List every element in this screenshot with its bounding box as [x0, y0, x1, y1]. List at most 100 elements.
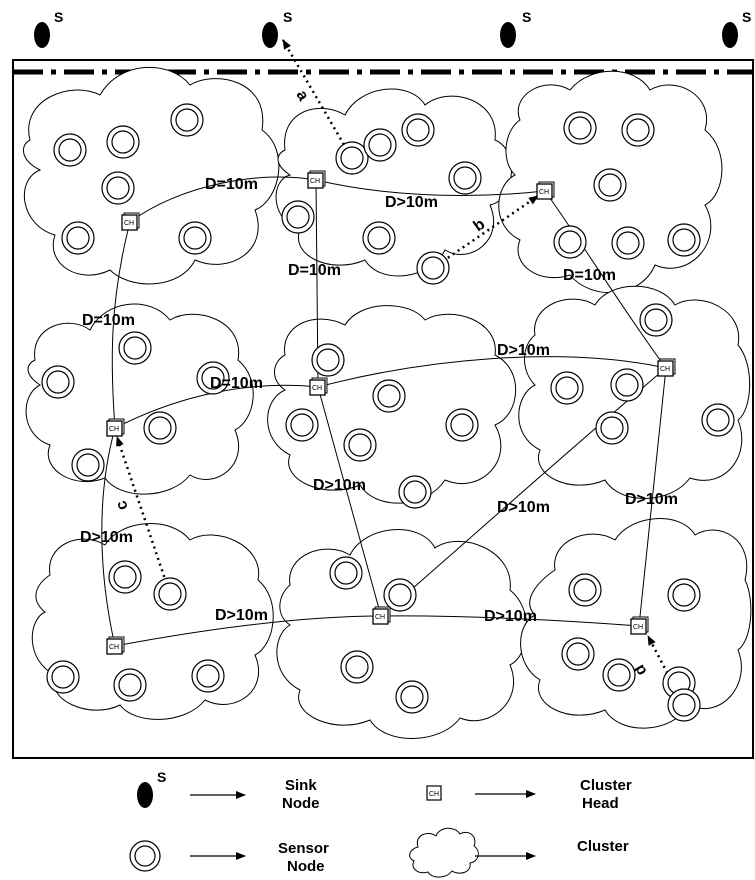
- sensor-node: [71, 448, 105, 482]
- cluster-head: CH: [106, 418, 125, 437]
- sensor-node: [335, 141, 369, 175]
- legend-sensor-node: Sensor Node: [129, 840, 329, 875]
- sensor-node: [550, 371, 584, 405]
- sensor-node: [395, 680, 429, 714]
- path-label-c: c: [113, 498, 132, 512]
- distance-label: D=10m: [288, 262, 341, 279]
- sensor-node: [667, 688, 701, 722]
- legend-cluster-head: CH Cluster Head: [426, 777, 632, 812]
- svg-text:S: S: [157, 769, 166, 785]
- sensor-node: [611, 226, 645, 260]
- distance-label: D>10m: [385, 194, 438, 211]
- sensor-node: [311, 343, 345, 377]
- cluster-head-label: CH: [375, 614, 385, 621]
- sensor-node: [196, 361, 230, 395]
- sensor-node: [701, 403, 735, 437]
- sensor-node: [363, 128, 397, 162]
- sensor-node: [383, 578, 417, 612]
- sensor-node: [281, 200, 315, 234]
- path-label-a: a: [293, 88, 312, 104]
- distance-label: D>10m: [625, 491, 678, 508]
- sink-node: S: [722, 9, 751, 48]
- svg-text:Sink: Sink: [285, 777, 317, 794]
- cluster-head-label: CH: [660, 366, 670, 373]
- sensor-node: [343, 428, 377, 462]
- sensor-node: [61, 221, 95, 255]
- sensor-node: [602, 658, 636, 692]
- svg-text:Node: Node: [287, 858, 325, 875]
- distance-label: D=10m: [210, 375, 263, 392]
- svg-text:S: S: [742, 9, 751, 25]
- cluster-head-label: CH: [310, 178, 320, 185]
- sensor-node: [561, 637, 595, 671]
- svg-text:Sensor: Sensor: [278, 840, 329, 857]
- sensor-node: [398, 475, 432, 509]
- sensor-node: [106, 125, 140, 159]
- svg-text:Cluster: Cluster: [577, 838, 629, 855]
- cluster-head: CH: [121, 212, 140, 231]
- sensor-node: [143, 411, 177, 445]
- sensor-node: [153, 577, 187, 611]
- cluster-head: CH: [372, 606, 391, 625]
- sensor-node: [639, 303, 673, 337]
- cluster-head: CH: [106, 636, 125, 655]
- sensor-nodes: [41, 103, 735, 722]
- cluster-heads: CH CH CH CH CH CH CH CH CH: [106, 170, 676, 655]
- svg-text:S: S: [54, 9, 63, 25]
- cluster-head-label: CH: [312, 385, 322, 392]
- svg-text:Node: Node: [282, 795, 320, 812]
- sensor-node: [372, 379, 406, 413]
- svg-text:Head: Head: [582, 795, 619, 812]
- cluster-head-label: CH: [109, 426, 119, 433]
- sink-node: S: [500, 9, 531, 48]
- cluster-head: CH: [657, 358, 676, 377]
- legend: S Sink Node CH Cluster Head Sensor Node …: [129, 769, 632, 878]
- sensor-node: [329, 556, 363, 590]
- cluster-links: [101, 176, 667, 647]
- distance-label: D>10m: [497, 342, 550, 359]
- sensor-node: [667, 578, 701, 612]
- distance-label: D=10m: [82, 312, 135, 329]
- sensor-node: [621, 113, 655, 147]
- sensor-node: [448, 161, 482, 195]
- cluster-head: CH: [309, 377, 328, 396]
- cluster-head: CH: [307, 170, 326, 189]
- cluster-cloud-mid-left: [25, 303, 254, 495]
- sink-node: S: [34, 9, 63, 48]
- path-c: [115, 436, 172, 595]
- sensor-node: [178, 221, 212, 255]
- cluster-head-label: CH: [539, 189, 549, 196]
- distance-label: D>10m: [80, 529, 133, 546]
- sensor-node: [340, 650, 374, 684]
- cluster-head-label: CH: [109, 644, 119, 651]
- svg-text:S: S: [522, 9, 531, 25]
- distance-label: D=10m: [205, 176, 258, 193]
- sensor-node: [285, 408, 319, 442]
- sensor-node: [416, 251, 450, 285]
- sensor-node: [53, 133, 87, 167]
- sensor-node: [41, 365, 75, 399]
- sensor-node: [445, 408, 479, 442]
- sensor-node: [118, 331, 152, 365]
- sensor-node: [595, 411, 629, 445]
- cluster-head-label: CH: [124, 220, 134, 227]
- sensor-node: [568, 573, 602, 607]
- cluster-head: CH: [536, 181, 555, 200]
- svg-text:CH: CH: [429, 791, 439, 798]
- cluster-head: CH: [630, 616, 649, 635]
- cluster-head-label: CH: [633, 624, 643, 631]
- path-a: [281, 39, 352, 156]
- sensor-node: [553, 225, 587, 259]
- distance-label: D>10m: [497, 499, 550, 516]
- legend-sink-node: S Sink Node: [137, 769, 320, 812]
- sensor-node: [101, 171, 135, 205]
- sensor-node: [563, 111, 597, 145]
- sensor-node: [362, 221, 396, 255]
- svg-text:S: S: [283, 9, 292, 25]
- sensor-node: [46, 660, 80, 694]
- sensor-node: [667, 223, 701, 257]
- legend-cluster: Cluster: [409, 827, 629, 878]
- sensor-node: [108, 560, 142, 594]
- distance-label: D>10m: [215, 607, 268, 624]
- sensor-node: [113, 668, 147, 702]
